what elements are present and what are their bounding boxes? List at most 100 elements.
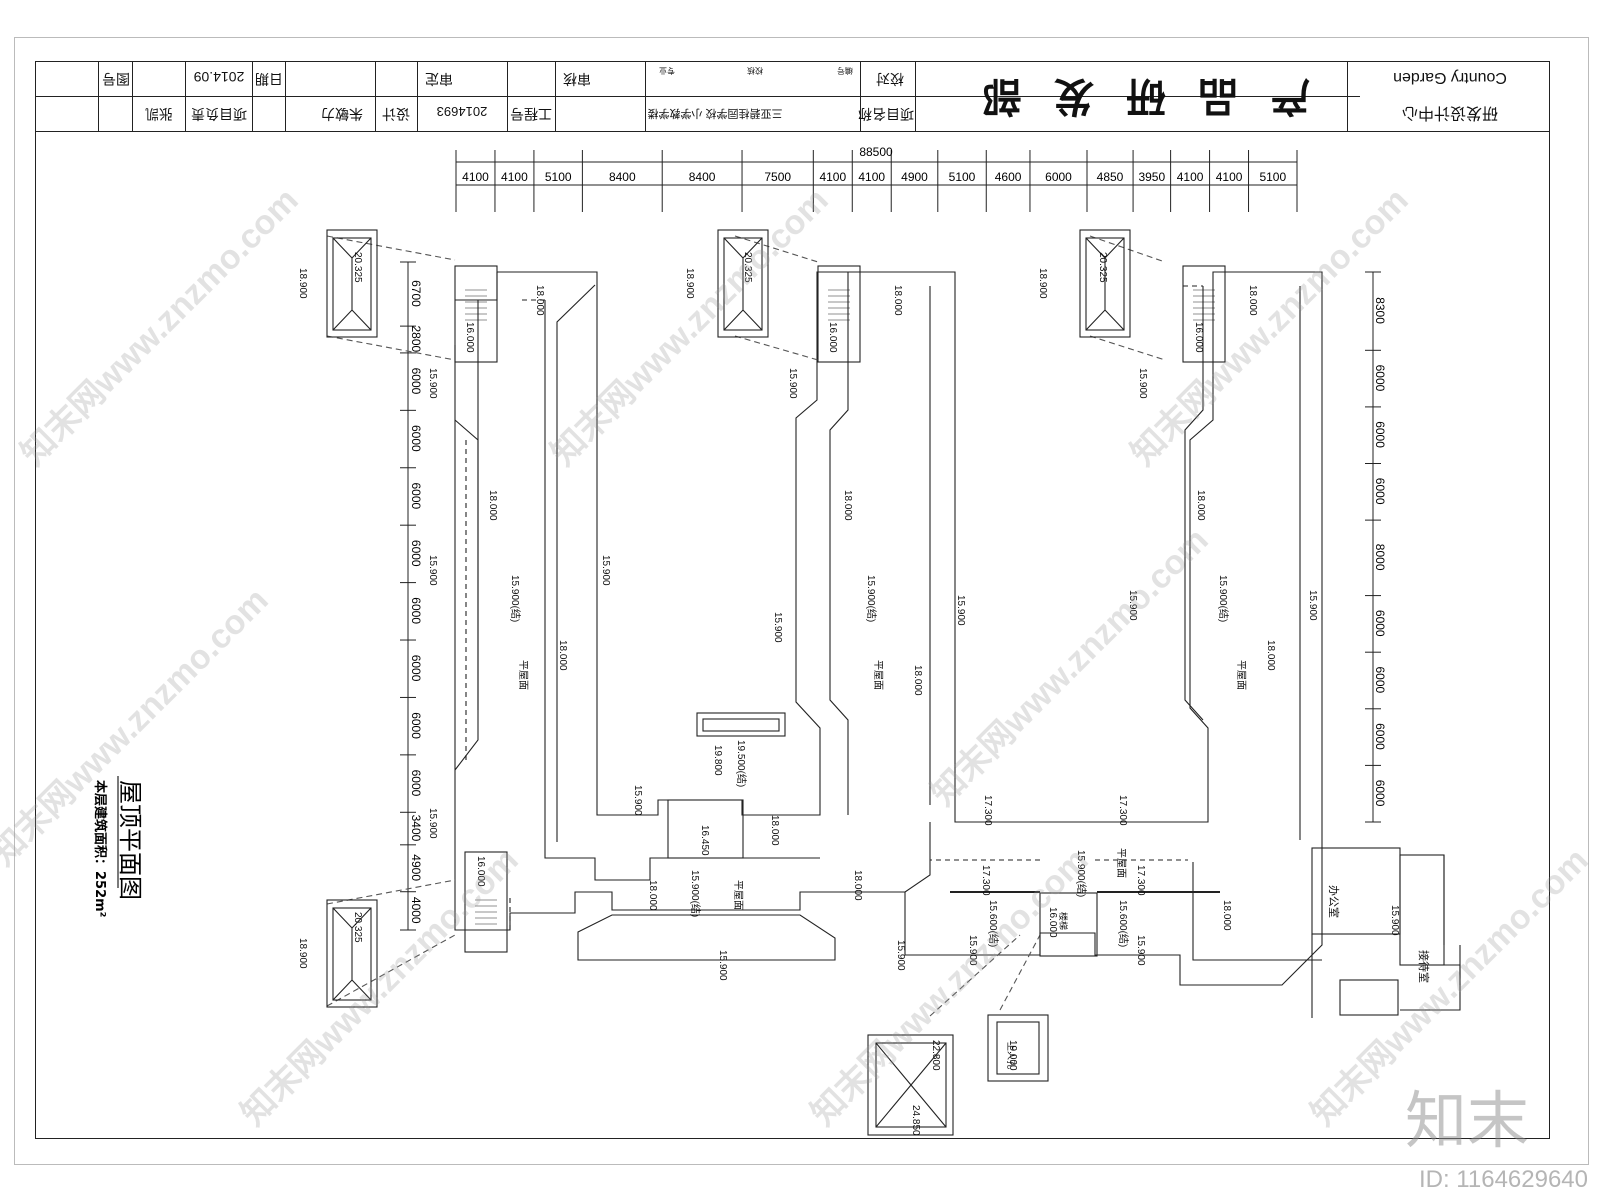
top-dim-7: 4100 (858, 170, 885, 184)
elevation-mark-41: 15.900(结) (1075, 850, 1088, 897)
elevation-mark-3: 20.325 (352, 912, 363, 943)
overall-dim-label: 88500 (859, 145, 893, 159)
top-dim-11: 6000 (1045, 170, 1072, 184)
elevation-mark-12: 18.000 (842, 490, 853, 521)
elevation-mark-57: 22.800 (930, 1040, 941, 1071)
elevation-mark-38: 15.900(结) (865, 575, 878, 622)
image-id: ID: 1164629640 (1418, 1166, 1588, 1193)
top-dim-3: 8400 (609, 170, 636, 184)
right-dim-7: 6000 (1373, 723, 1387, 750)
left-dim-6: 6000 (409, 597, 423, 624)
top-dim-16: 5100 (1259, 170, 1286, 184)
top-dim-13: 3950 (1138, 170, 1165, 184)
elevation-mark-1: 20.325 (742, 252, 753, 283)
elevation-mark-52: 15.600(结) (1117, 900, 1130, 947)
elevation-mark-0: 20.325 (352, 252, 363, 283)
flat-roof-label-1: 平屋面 (517, 660, 529, 690)
stair-3 (1182, 265, 1226, 363)
left-dim-9: 6000 (409, 770, 423, 797)
elevation-mark-23: 15.900 (1137, 368, 1148, 399)
right-dim-0: 8300 (1373, 297, 1387, 324)
stair-1 (454, 265, 498, 363)
elevation-mark-19: 18.000 (647, 880, 658, 911)
top-dim-5: 7500 (764, 170, 791, 184)
reception-label: 接待室 (1417, 950, 1431, 983)
elevation-mark-21: 15.900 (427, 368, 438, 399)
elevation-mark-5: 18.900 (684, 268, 695, 299)
elevation-mark-39: 15.900(结) (1217, 575, 1230, 622)
elevation-mark-2: 20.325 (1097, 252, 1108, 283)
elevation-mark-8: 18.000 (534, 285, 545, 316)
west-wing-outline (454, 345, 1323, 986)
elevation-mark-51: 15.600(结) (987, 900, 1000, 947)
elevation-mark-27: 15.900 (955, 595, 966, 626)
elevation-mark-50: 17.300 (1135, 865, 1146, 896)
elevation-mark-56: 24.850 (910, 1105, 921, 1136)
elevation-mark-25: 15.900 (600, 555, 611, 586)
pavilion-roof-3 (1079, 229, 1131, 338)
elevation-mark-4: 18.900 (297, 268, 308, 299)
left-dim-7: 6000 (409, 655, 423, 682)
elevation-mark-20: 18.000 (1221, 900, 1232, 931)
tower-roof (867, 1034, 954, 1136)
right-dim-4: 8000 (1373, 544, 1387, 571)
elevation-mark-40: 15.900(结) (689, 870, 702, 917)
stair-core (1039, 892, 1098, 957)
elevation-mark-22: 15.900 (787, 368, 798, 399)
area-note: 本层建筑面积：252m² (92, 780, 108, 917)
elevation-mark-49: 17.300 (980, 865, 991, 896)
elevation-mark-34: 15.900 (967, 935, 978, 966)
drawing-frame (35, 61, 1550, 1139)
elevation-mark-42: 16.000 (464, 322, 475, 353)
pavilion-roof-4 (326, 899, 378, 1008)
right-dim-8: 6000 (1373, 780, 1387, 807)
top-dim-1: 4100 (501, 170, 528, 184)
left-dim-2: 6000 (409, 368, 423, 395)
elevation-mark-46: 16.000 (1047, 907, 1058, 938)
elevation-mark-14: 18.000 (557, 640, 568, 671)
elevation-mark-28: 15.900 (1127, 590, 1138, 621)
left-dim-0: 6700 (409, 280, 423, 307)
elevation-mark-32: 15.900 (717, 950, 728, 981)
canopy (696, 712, 786, 737)
left-dim-3: 6000 (409, 425, 423, 452)
elevation-mark-17: 18.000 (769, 815, 780, 846)
stair-2 (817, 265, 861, 363)
left-dim-5: 6000 (409, 540, 423, 567)
elevation-mark-11: 18.000 (487, 490, 498, 521)
right-dim-2: 6000 (1373, 421, 1387, 448)
top-dim-15: 4100 (1216, 170, 1243, 184)
brand-logo: 知末 (1405, 1084, 1530, 1157)
elevation-mark-26: 15.900 (772, 612, 783, 643)
flat-roof-label-3: 平屋面 (1235, 660, 1247, 690)
left-dim-8: 6000 (409, 712, 423, 739)
right-dim-5: 6000 (1373, 610, 1387, 637)
elevation-mark-33: 15.900 (895, 940, 906, 971)
toilet-block (1339, 979, 1399, 1016)
top-dim-0: 4100 (462, 170, 489, 184)
elevation-mark-53: 19.800 (712, 745, 723, 776)
left-dim-4: 6000 (409, 483, 423, 510)
left-dim-12: 4000 (409, 897, 423, 924)
elevation-mark-16: 18.000 (1265, 640, 1276, 671)
elevation-mark-44: 16.000 (1193, 322, 1204, 353)
top-dim-2: 5100 (545, 170, 572, 184)
elevation-mark-48: 17.300 (1117, 795, 1128, 826)
right-dim-3: 6000 (1373, 478, 1387, 505)
sheet-outer-border (14, 37, 1589, 1165)
top-dim-8: 4900 (901, 170, 928, 184)
top-dim-4: 8400 (689, 170, 716, 184)
flat-roof-label-5: 平屋面 (1115, 848, 1127, 878)
title-block: 图号 2014.09 日期 审定 审核 专业 校核 编号 校对 张凯 项目负责 … (35, 61, 1550, 132)
flat-roof-label-4: 平屋面 (732, 880, 744, 910)
elevation-mark-43: 16.000 (827, 322, 838, 353)
elevation-mark-45: 16.000 (475, 856, 486, 887)
pavilion-roof-2 (717, 229, 769, 338)
elevation-mark-10: 18.000 (1247, 285, 1258, 316)
elevation-mark-35: 15.900 (1135, 935, 1146, 966)
elevation-mark-15: 18.000 (912, 665, 923, 696)
reception-room (1399, 854, 1445, 966)
left-dim-10: 3400 (409, 815, 423, 842)
